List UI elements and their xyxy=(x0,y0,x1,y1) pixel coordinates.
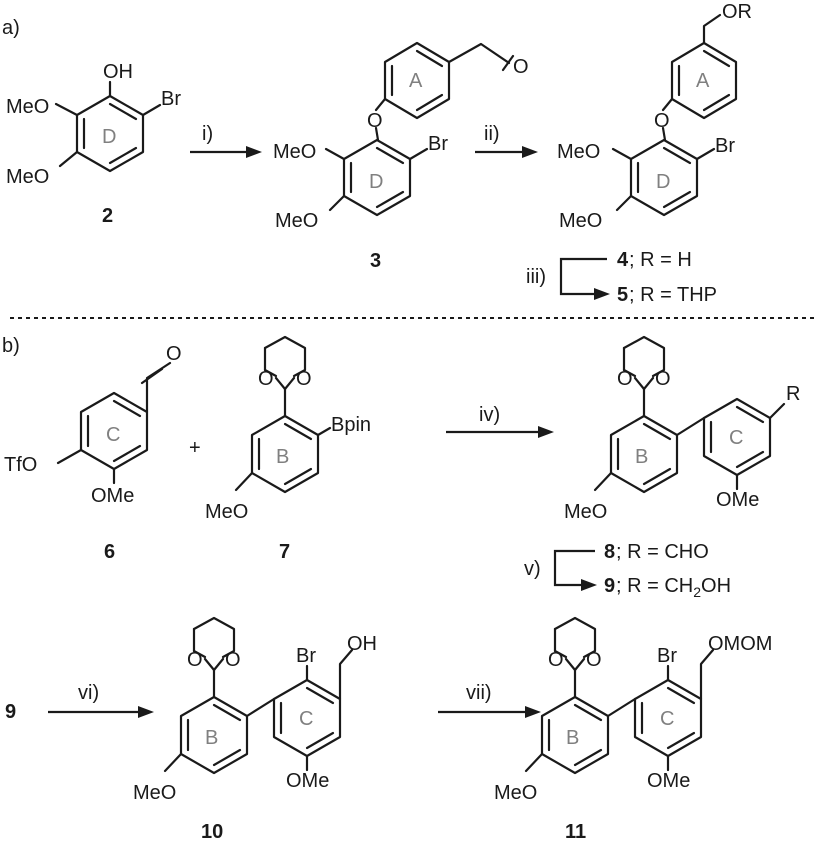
ring-label-b: B xyxy=(566,727,579,749)
compound-11-meo: MeO xyxy=(494,782,537,804)
compound-11-ome: OMe xyxy=(647,770,690,792)
compound-6-aldehyde-o: O xyxy=(166,343,182,365)
compound-11-br: Br xyxy=(657,645,677,667)
compound-8-r-group: ; R = CHO xyxy=(616,541,709,563)
ring-label-b: B xyxy=(635,446,648,468)
compound-label-4: 4 xyxy=(617,249,629,271)
compound-10-br: Br xyxy=(296,645,316,667)
step-label-iii: iii) xyxy=(526,266,546,288)
compound-10-o-left: O xyxy=(187,649,203,671)
reaction-arrow-v xyxy=(553,549,595,587)
compound-11-o-right: O xyxy=(586,649,602,671)
panel-label-a: a) xyxy=(2,17,20,39)
compound-8-ome: OMe xyxy=(716,489,759,511)
compound-label-6: 6 xyxy=(104,541,115,563)
compound-label-9-start: 9 xyxy=(5,701,16,723)
compound-7-o-right: O xyxy=(296,368,312,390)
compound-6-ome: OMe xyxy=(91,485,134,507)
ring-label-c: C xyxy=(106,424,120,446)
ring-label-d: D xyxy=(102,126,116,148)
ring-label-a: A xyxy=(409,70,423,92)
compound-label-7: 7 xyxy=(279,541,290,563)
ring-label-d: D xyxy=(369,171,383,193)
compound-4-br: Br xyxy=(715,135,735,157)
compound-4-structure xyxy=(611,13,738,217)
compound-3-meo-top: MeO xyxy=(273,141,316,163)
compound-label-10: 10 xyxy=(201,821,223,843)
compound-3-structure xyxy=(324,41,515,217)
compound-8-r: R xyxy=(786,383,800,405)
compound-label-11: 11 xyxy=(565,821,586,843)
compound-11-structure xyxy=(524,616,715,775)
ring-label-b: B xyxy=(205,727,218,749)
compound-label-8: 8 xyxy=(604,541,615,563)
compound-8-o-right: O xyxy=(655,368,671,390)
compound-label-3: 3 xyxy=(370,250,381,272)
compound-2-meo-top: MeO xyxy=(6,96,49,118)
compound-2-structure xyxy=(54,80,162,173)
compound-10-o-right: O xyxy=(225,649,241,671)
compound-label-5: 5 xyxy=(617,284,628,306)
compound-5-r-group: ; R = THP xyxy=(629,284,717,306)
compound-3-meo-bottom: MeO xyxy=(275,210,318,232)
compound-8-o-left: O xyxy=(617,368,633,390)
compound-2-br: Br xyxy=(161,88,181,110)
compound-4-or: OR xyxy=(722,1,752,23)
compound-label-9: 9 xyxy=(604,575,615,597)
reaction-arrow-iii xyxy=(559,257,607,296)
compound-7-bpin: Bpin xyxy=(331,414,371,436)
step-label-i: i) xyxy=(202,123,213,145)
ring-label-a: A xyxy=(696,70,710,92)
compound-4-ether-o: O xyxy=(654,110,670,132)
compound-4-meo-top: MeO xyxy=(557,141,600,163)
compound-8-meo: MeO xyxy=(564,501,607,523)
compound-10-meo: MeO xyxy=(133,782,176,804)
ring-label-c: C xyxy=(660,708,674,730)
ring-label-d: D xyxy=(656,171,670,193)
compound-7-meo: MeO xyxy=(205,501,248,523)
step-label-ii: ii) xyxy=(484,123,500,145)
compound-11-o-left: O xyxy=(548,649,564,671)
compound-9-r-group: ; R = CH2OH xyxy=(616,575,731,600)
compound-label-2: 2 xyxy=(102,205,113,227)
compound-6-structure xyxy=(56,361,172,485)
step-label-v: v) xyxy=(524,558,541,580)
compound-3-aldehyde-o: O xyxy=(513,56,529,78)
compound-4-r-group: ; R = H xyxy=(629,249,692,271)
ring-label-c: C xyxy=(299,708,313,730)
compound-10-structure xyxy=(163,616,354,775)
compound-11-omom: OMOM xyxy=(708,633,772,655)
compound-7-structure xyxy=(234,335,332,494)
ring-label-b: B xyxy=(276,446,289,468)
step-label-iv: iv) xyxy=(479,404,500,426)
compound-6-tfo: TfO xyxy=(4,454,37,476)
step-label-vi: vi) xyxy=(78,682,99,704)
compound-7-o-left: O xyxy=(258,368,274,390)
compound-10-oh: OH xyxy=(347,633,377,655)
compound-10-ome: OMe xyxy=(286,770,329,792)
panel-label-b: b) xyxy=(2,335,20,357)
compound-2-meo-bottom: MeO xyxy=(6,166,49,188)
plus-sign: + xyxy=(189,437,201,459)
compound-8-structure xyxy=(593,335,786,494)
compound-3-ether-o: O xyxy=(367,110,383,132)
ring-label-c: C xyxy=(729,427,743,449)
compound-2-oh: OH xyxy=(103,61,133,83)
compound-4-meo-bottom: MeO xyxy=(559,210,602,232)
compound-3-br: Br xyxy=(428,133,448,155)
step-label-vii: vii) xyxy=(466,682,492,704)
